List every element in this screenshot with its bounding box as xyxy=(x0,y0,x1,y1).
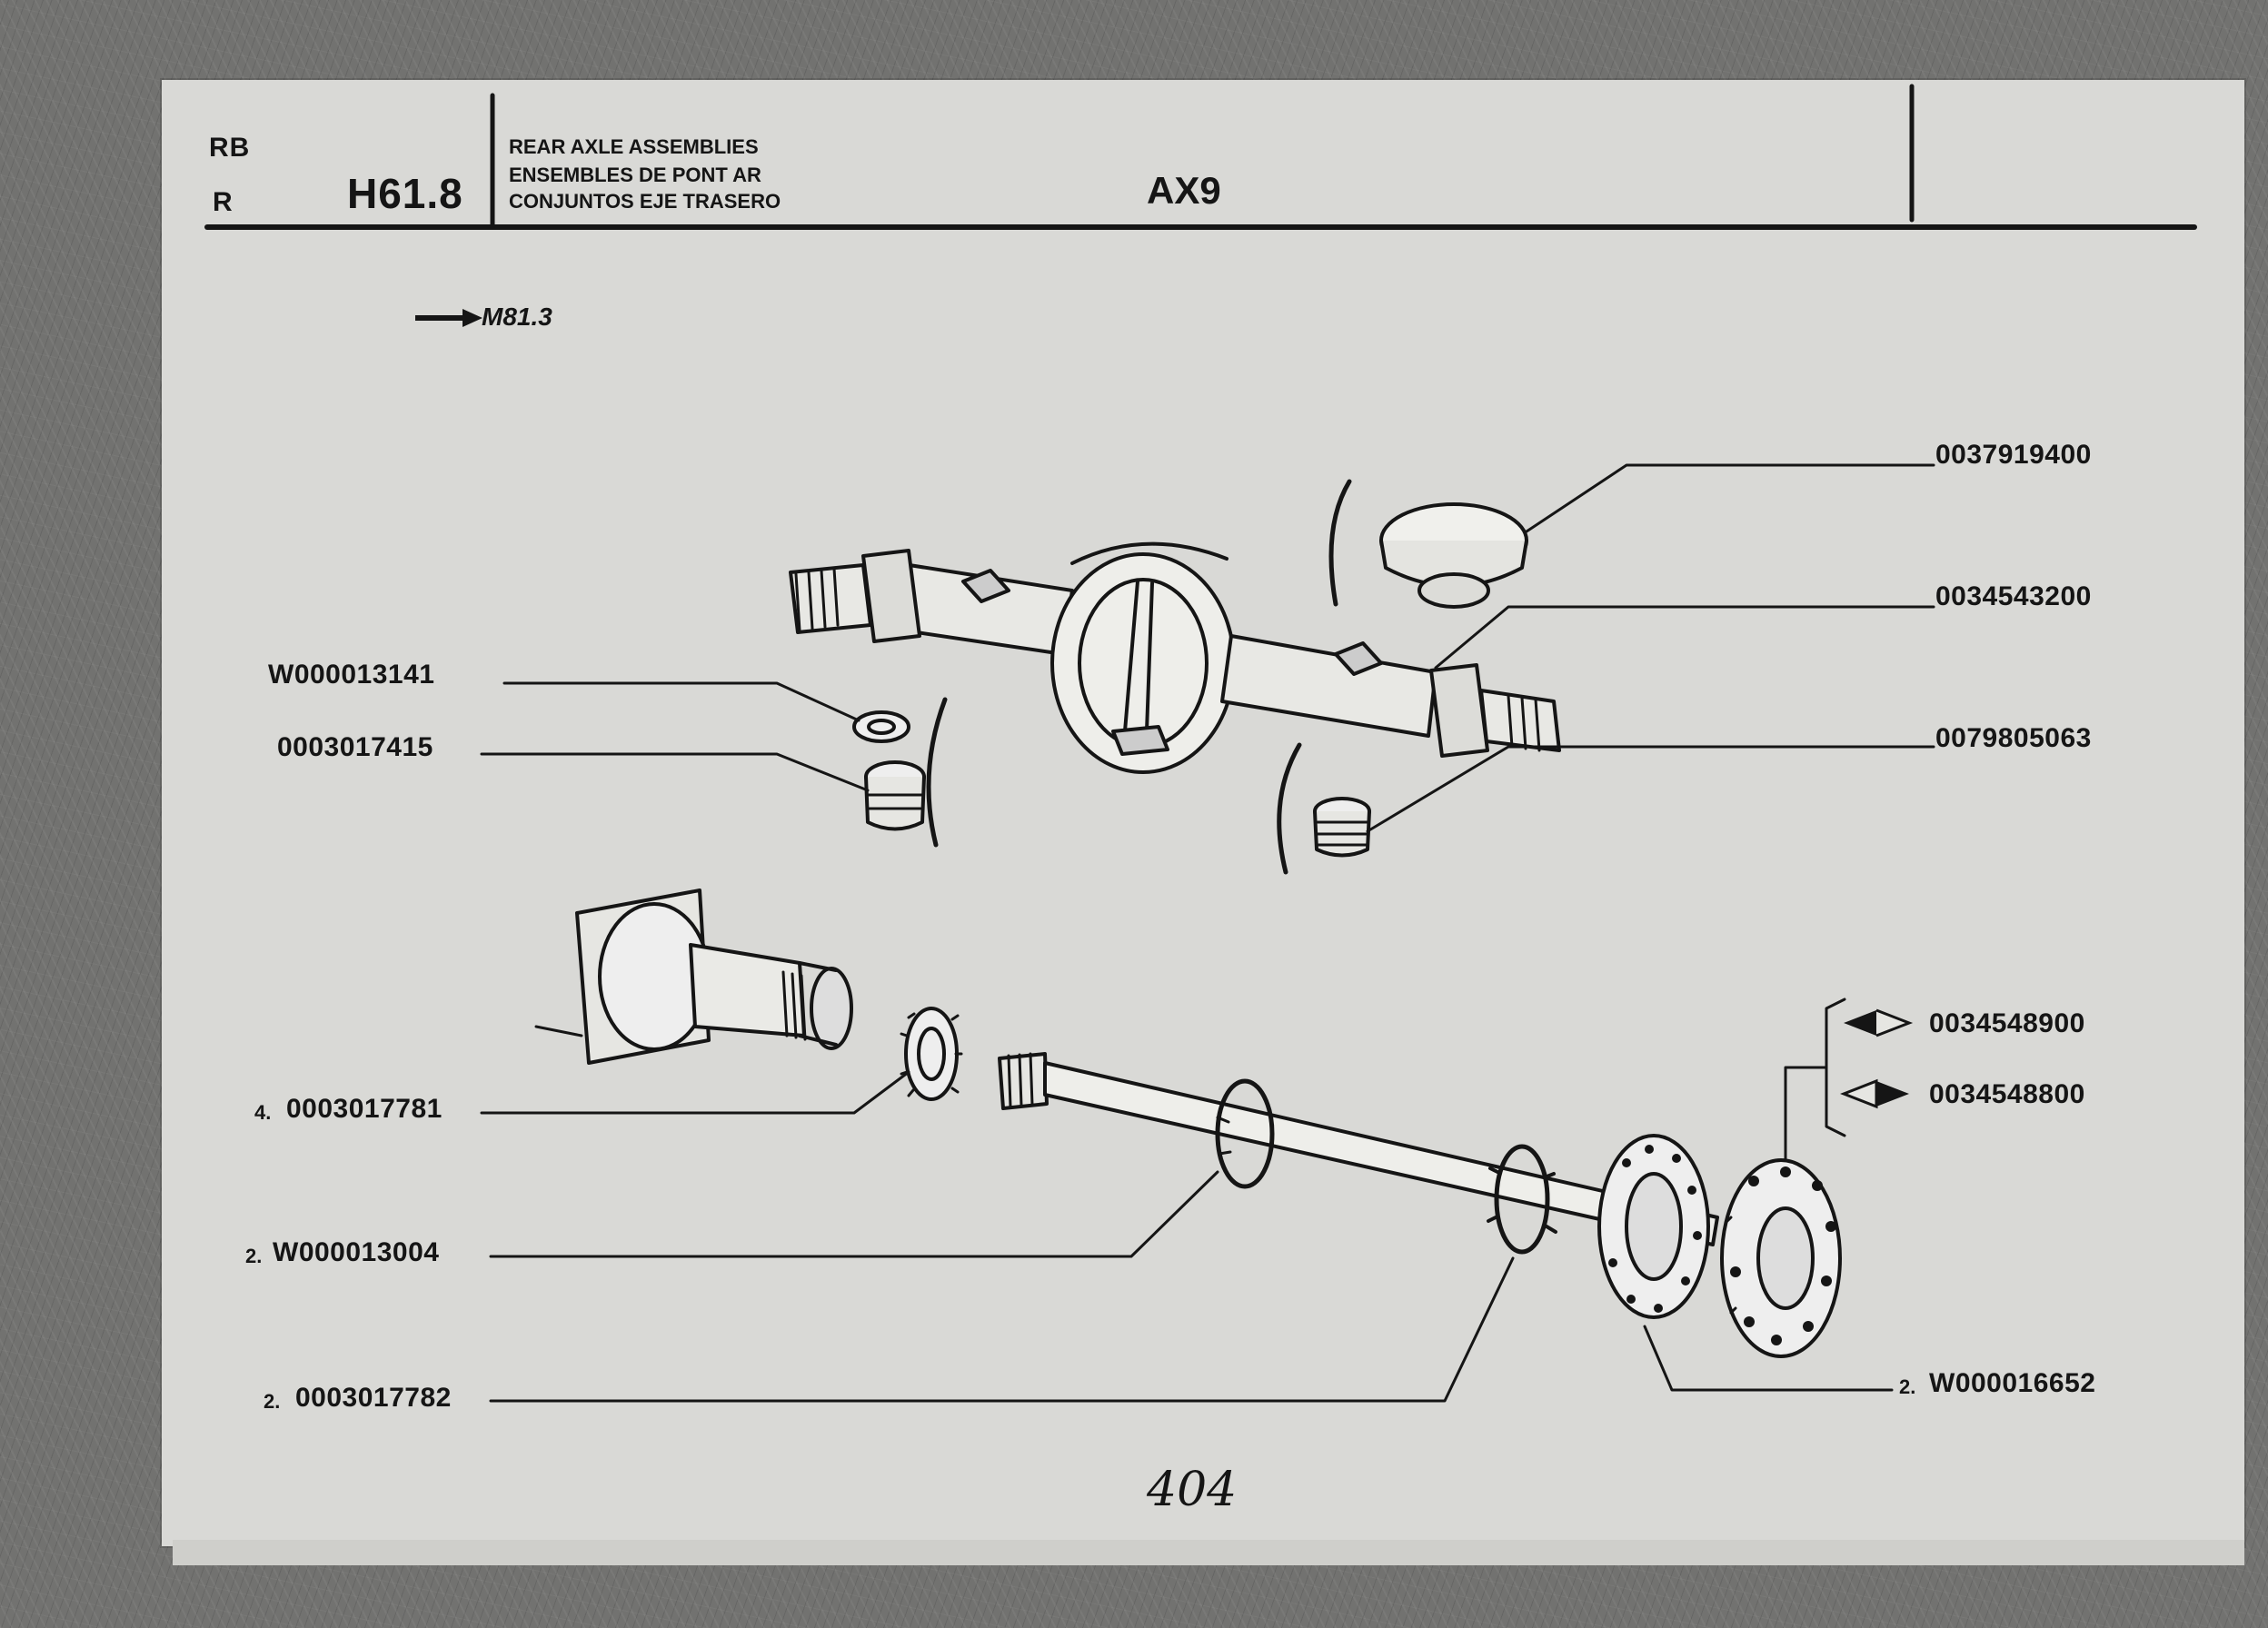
leader-lines xyxy=(480,463,1935,1403)
lock-ring-drawing xyxy=(1487,1144,1557,1255)
part-number[interactable]: W000013141 xyxy=(268,660,435,690)
part-number[interactable]: 0003017781 xyxy=(286,1094,443,1124)
gasket-drawing xyxy=(1597,1134,1710,1319)
model-name: AX9 xyxy=(1147,169,1221,212)
lang-code-rb: RB xyxy=(209,133,251,163)
left-variant-icon xyxy=(1844,1008,1914,1037)
part-number[interactable]: W000013004 xyxy=(273,1237,440,1267)
part-number[interactable]: 0037919400 xyxy=(1935,440,2092,470)
quantity: 2. xyxy=(245,1245,263,1267)
part-number[interactable]: 0079805063 xyxy=(1935,723,2092,753)
sheet-edge xyxy=(173,1540,2244,1565)
lock-washer-drawing xyxy=(1215,1078,1275,1189)
part-number[interactable]: W000016652 xyxy=(1929,1368,2096,1398)
catalog-sheet xyxy=(162,80,2244,1546)
filler-plug-drawing xyxy=(1313,797,1371,858)
right-variant-icon xyxy=(1840,1078,1909,1109)
title-en: REAR AXLE ASSEMBLIES xyxy=(509,135,759,158)
quantity: 2. xyxy=(264,1390,281,1413)
drain-plug-drawing xyxy=(864,760,926,831)
title-es: CONJUNTOS EJE TRASERO xyxy=(509,190,781,213)
quantity: 2. xyxy=(1899,1375,1916,1398)
part-number[interactable]: 0034548800 xyxy=(1929,1079,2085,1109)
stub-axle-drawing xyxy=(534,888,853,1065)
section-code: H61.8 xyxy=(347,170,463,217)
drive-flange-drawing xyxy=(1720,1158,1842,1358)
washer-drawing xyxy=(852,710,910,743)
cover-cap-drawing xyxy=(1379,502,1528,609)
part-number[interactable]: 0003017782 xyxy=(295,1383,452,1413)
page-number: 404 xyxy=(1147,1463,1238,1517)
axle-housing-drawing xyxy=(789,541,1561,774)
part-number[interactable]: 0034548900 xyxy=(1929,1008,2085,1038)
nut-drawing xyxy=(900,1007,963,1101)
title-fr: ENSEMBLES DE PONT AR xyxy=(509,164,761,186)
part-number[interactable]: 0034543200 xyxy=(1935,581,2092,611)
bolt-holes xyxy=(1608,1145,1836,1345)
right-arrow-icon xyxy=(415,309,482,327)
lang-code-r: R xyxy=(213,187,234,217)
reference-code[interactable]: M81.3 xyxy=(482,303,552,331)
quantity: 4. xyxy=(254,1101,272,1124)
part-number[interactable]: 0003017415 xyxy=(277,732,433,762)
